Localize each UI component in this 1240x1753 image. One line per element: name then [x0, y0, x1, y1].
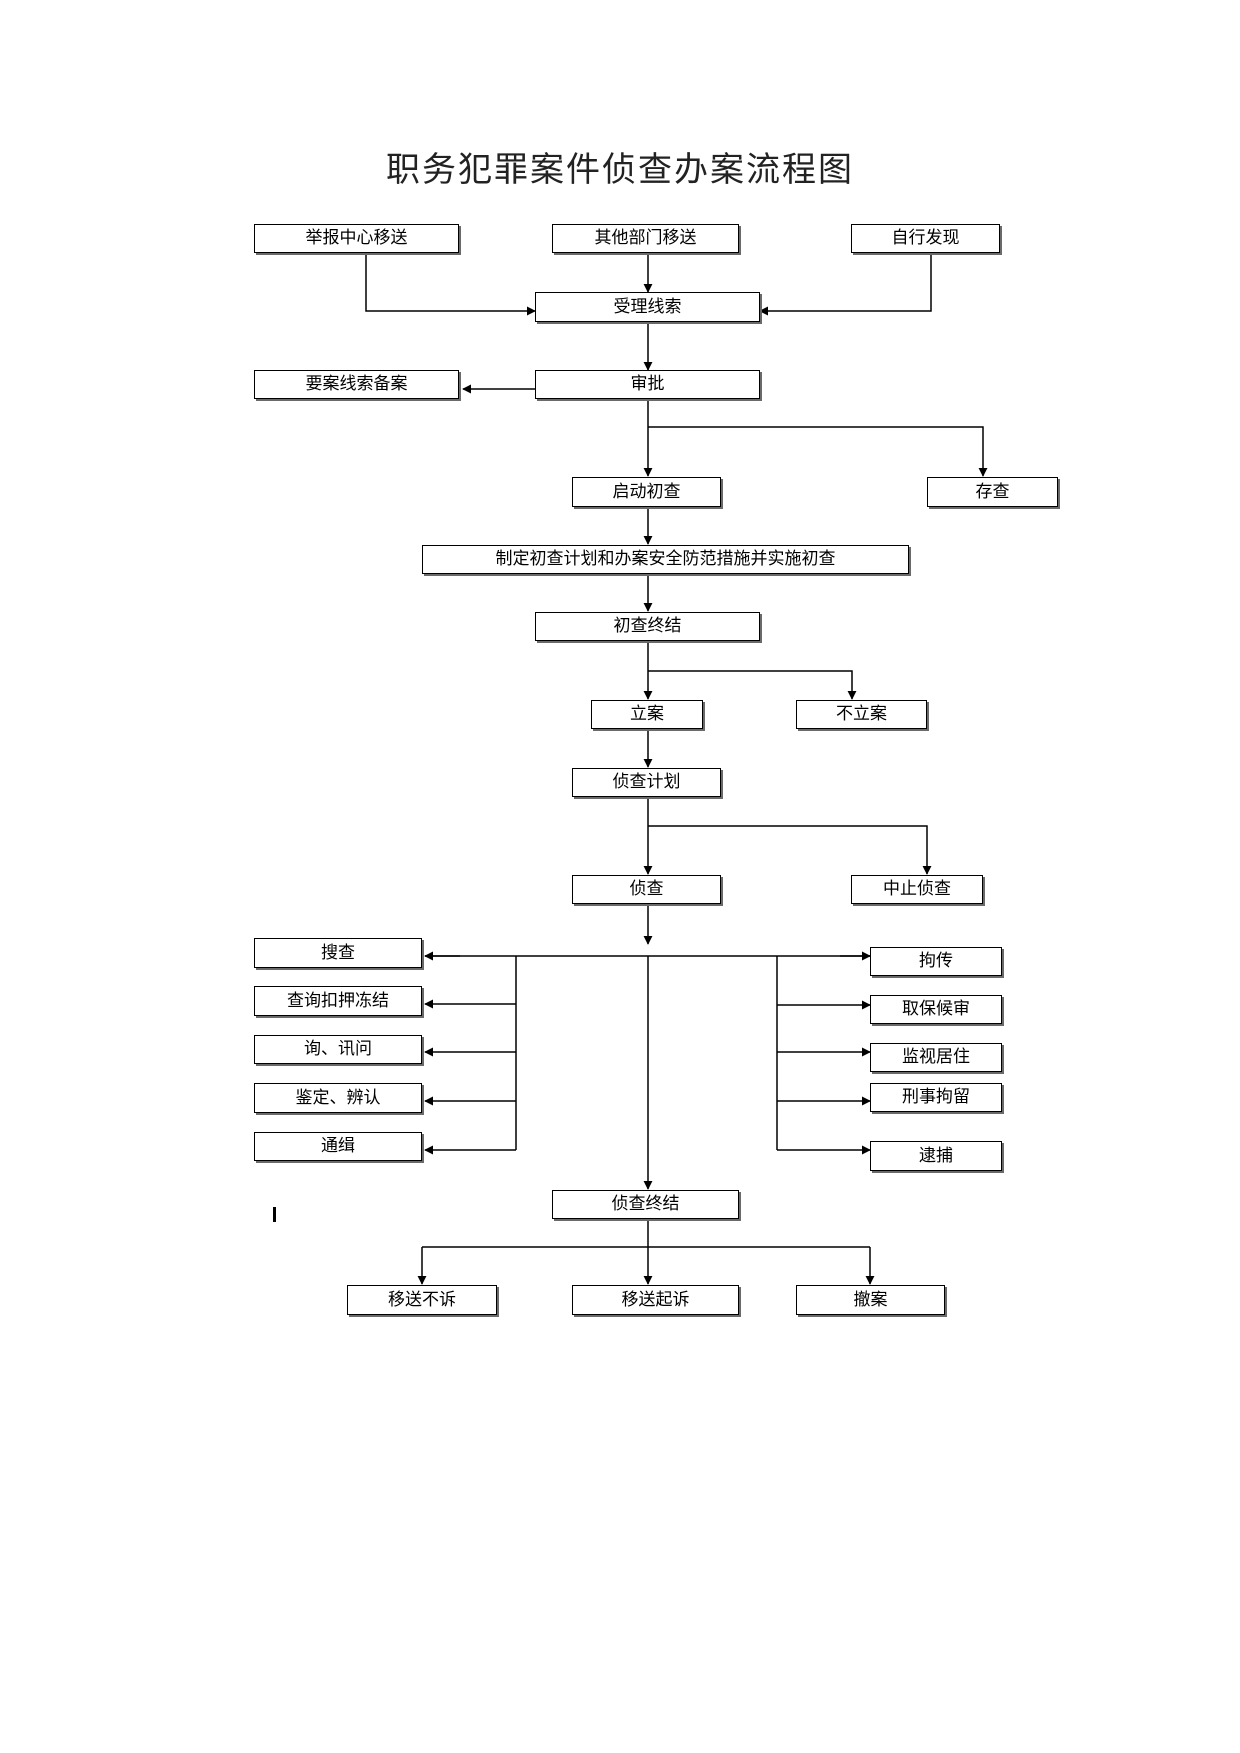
- node-report-center: 举报中心移送: [254, 224, 459, 253]
- node-start-prelim: 启动初查: [572, 477, 721, 507]
- edge-approve-file-keep: [648, 426, 988, 477]
- edge-prelim-no-case: [648, 670, 857, 700]
- edge-self-found-accept: [759, 253, 932, 316]
- diagram-title: 职务犯罪案件侦查办案流程图: [386, 150, 854, 190]
- node-query-seize: 查询扣押冻结: [254, 986, 422, 1016]
- node-no-case: 不立案: [796, 700, 927, 729]
- node-clue-record: 要案线索备案: [254, 370, 459, 399]
- node-appraise: 鉴定、辨认: [254, 1083, 422, 1113]
- node-suspend: 中止侦查: [851, 875, 983, 904]
- node-open-case: 立案: [591, 700, 703, 729]
- node-detention: 刑事拘留: [870, 1083, 1002, 1112]
- node-prosecute: 移送起诉: [572, 1285, 739, 1315]
- node-search: 搜查: [254, 938, 422, 968]
- node-invest-end: 侦查终结: [552, 1190, 739, 1219]
- node-surveillance: 监视居住: [870, 1043, 1002, 1072]
- edge-report-center-accept: [365, 253, 536, 316]
- node-no-prosecute: 移送不诉: [347, 1285, 497, 1315]
- node-plan-prelim: 制定初查计划和办案安全防范措施并实施初查: [422, 545, 909, 574]
- node-prelim-end: 初查终结: [535, 612, 760, 641]
- node-wanted: 通缉: [254, 1132, 422, 1161]
- node-arrest: 逮捕: [870, 1141, 1002, 1171]
- node-other-dept: 其他部门移送: [552, 224, 739, 253]
- node-interrogate: 询、讯问: [254, 1035, 422, 1064]
- node-accept-clue: 受理线索: [535, 292, 760, 322]
- node-withdraw: 撤案: [796, 1285, 945, 1315]
- node-summon: 拘传: [870, 947, 1002, 976]
- node-bail: 取保候审: [870, 995, 1002, 1024]
- node-investigate: 侦查: [572, 875, 721, 904]
- node-invest-plan: 侦查计划: [572, 768, 721, 797]
- node-self-found: 自行发现: [851, 224, 1000, 253]
- node-file-keep: 存查: [927, 477, 1058, 507]
- stray-mark: [273, 1207, 276, 1222]
- node-approve: 审批: [535, 370, 760, 399]
- edge-plan-suspend: [648, 825, 932, 875]
